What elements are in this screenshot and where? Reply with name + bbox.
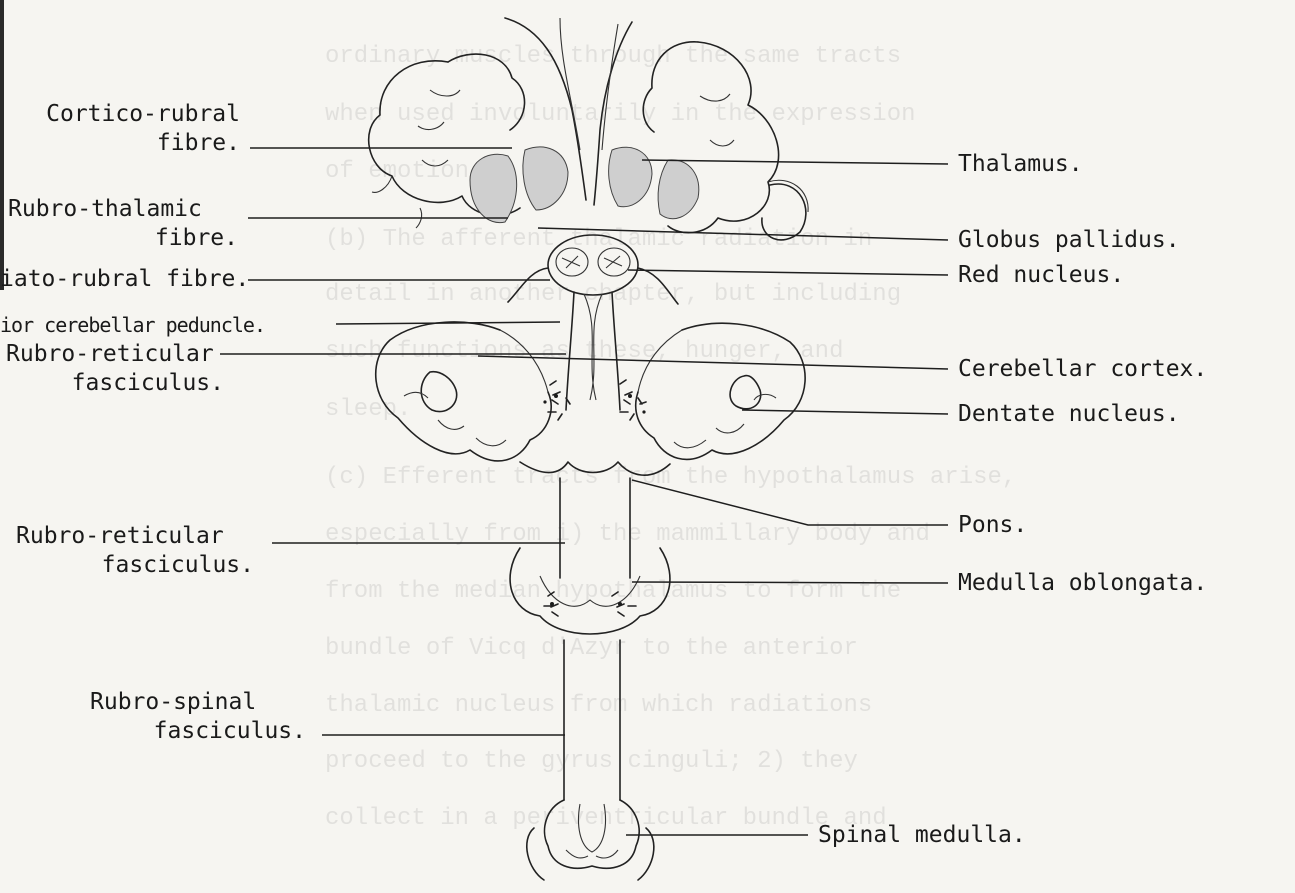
label-line: fibre. — [0, 224, 238, 253]
label-thalamus: Thalamus. — [958, 150, 1083, 179]
leader-globus-pallidus — [538, 228, 948, 240]
leader-dentate-nucleus — [742, 410, 948, 414]
label-line: fibre. — [10, 129, 240, 158]
spinal-cord — [527, 640, 654, 880]
label-rubro-spinal: Rubro-spinal fasciculus. — [0, 688, 306, 746]
leader-pons — [632, 480, 948, 525]
label-pons: Pons. — [958, 511, 1027, 540]
label-striato-rubral: iato-rubral fibre. — [0, 265, 249, 294]
label-line: iato-rubral fibre. — [0, 265, 249, 294]
leader-cerebellar-cortex — [478, 356, 948, 369]
label-rubro-reticular-lower: Rubro-reticular fasciculus. — [0, 522, 254, 580]
label-rubro-thalamic: Rubro-thalamic fibre. — [0, 195, 238, 253]
pons-and-medulla — [510, 462, 670, 634]
label-globus-pallidus: Globus pallidus. — [958, 226, 1180, 255]
midbrain-red-nuclei — [508, 235, 678, 304]
label-superior-cerebellar-peduncle: ior cerebellar peduncle. — [0, 311, 265, 340]
label-line: fasciculus. — [0, 717, 306, 746]
label-line: Rubro-reticular — [0, 340, 224, 369]
descending-tracts — [566, 292, 620, 410]
leader-superior-cerebellar-peduncle — [336, 322, 560, 324]
label-line: Cortico-rubral — [10, 100, 240, 129]
label-line: fasciculus. — [0, 551, 254, 580]
cerebellum-right — [636, 323, 805, 459]
leader-red-nucleus — [628, 270, 948, 275]
label-rubro-reticular-upper: Rubro-reticular fasciculus. — [0, 340, 224, 398]
label-line: fasciculus. — [0, 369, 224, 398]
label-line: ior cerebellar peduncle. — [0, 311, 265, 340]
dentate-nuclei-dots — [543, 380, 646, 420]
label-spinal-medulla: Spinal medulla. — [818, 821, 1026, 850]
label-cortico-rubral: Cortico-rubral fibre. — [10, 100, 240, 158]
label-red-nucleus: Red nucleus. — [958, 261, 1124, 290]
leader-lines-left — [220, 148, 566, 735]
leader-medulla-oblongata — [632, 582, 948, 583]
leader-thalamus — [642, 160, 948, 164]
label-medulla-oblongata: Medulla oblongata. — [958, 569, 1207, 598]
label-line: Rubro-reticular — [0, 522, 254, 551]
label-line: Rubro-thalamic — [0, 195, 238, 224]
cerebellum-left — [376, 322, 551, 461]
label-line: Rubro-spinal — [0, 688, 306, 717]
label-dentate-nucleus: Dentate nucleus. — [958, 400, 1180, 429]
label-cerebellar-cortex: Cerebellar cortex. — [958, 355, 1207, 384]
